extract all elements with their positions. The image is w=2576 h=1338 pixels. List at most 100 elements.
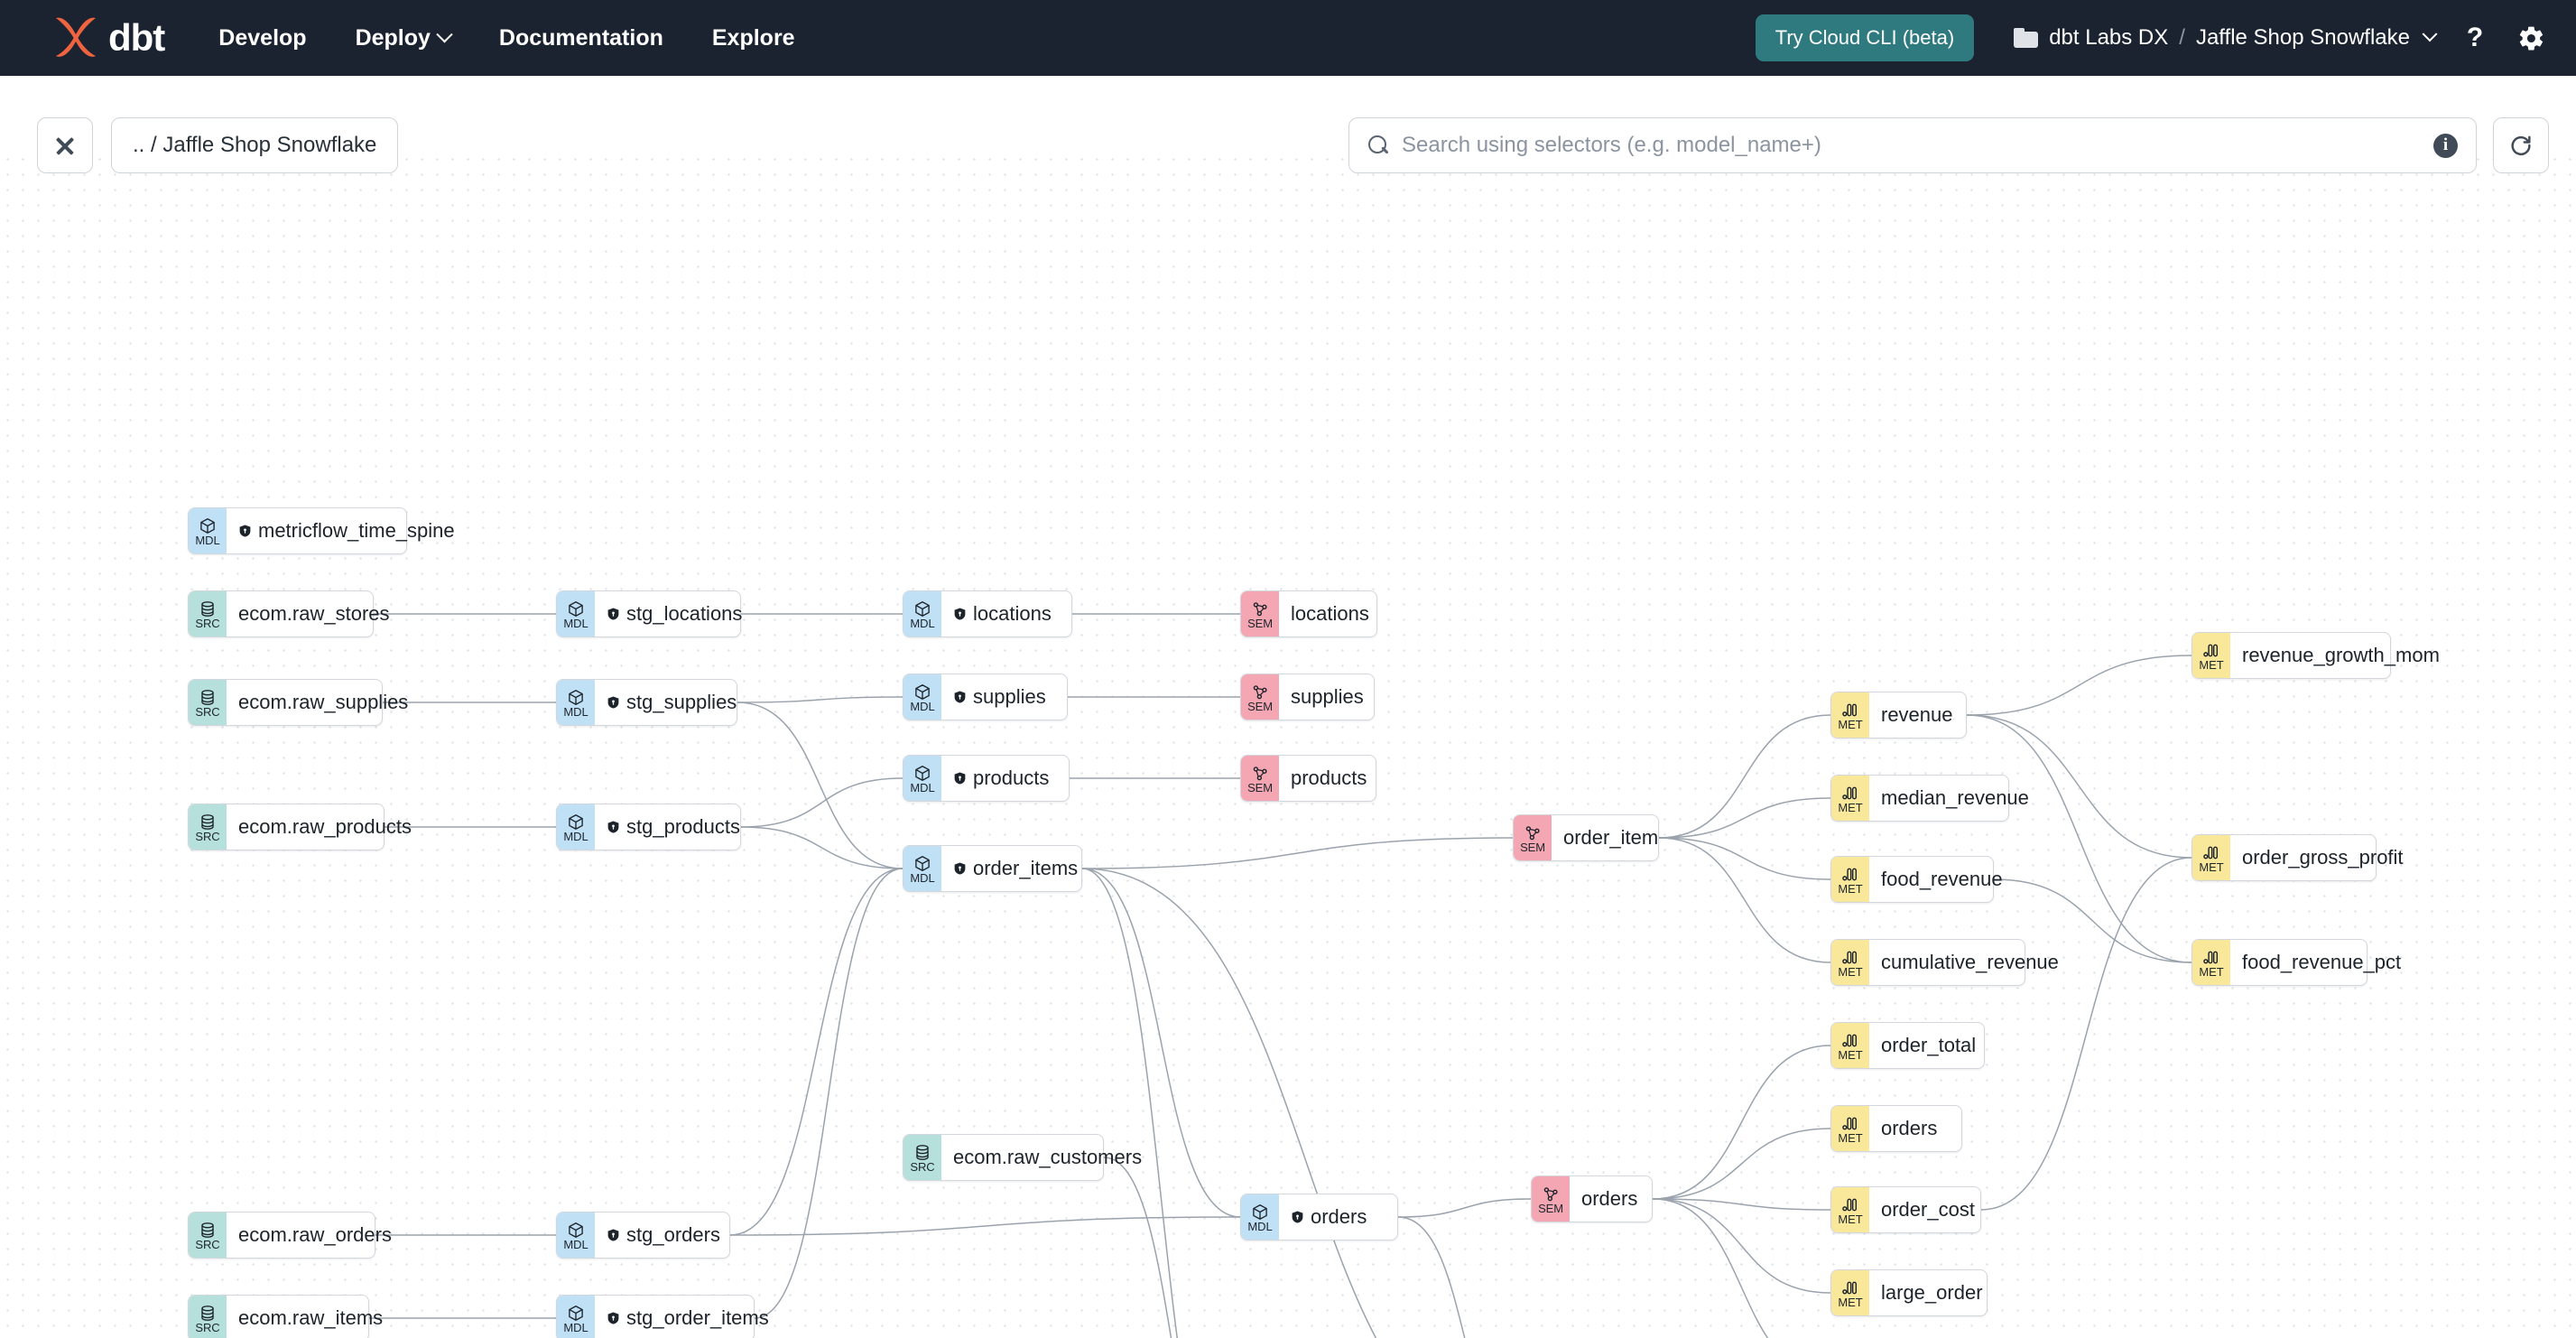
node-body: stg_products [595,804,755,850]
settings-gear-button[interactable] [2515,22,2547,54]
node-label: order_total [1881,1034,1977,1056]
node-type-label: SEM [1247,617,1273,630]
nav-link-explore[interactable]: Explore [711,24,795,51]
nav-link-documentation[interactable]: Documentation [498,24,663,51]
node-type-label: MDL [1247,1220,1273,1233]
node-type-label: MET [1838,1131,1863,1145]
node-label: stg_supplies [626,691,737,713]
graph-node-orders_mdl[interactable]: MDL orders [1240,1194,1398,1240]
lineage-edge [1658,837,1831,880]
node-label: supplies [973,685,1046,708]
node-label: metricflow_time_spine [258,519,455,542]
search-input[interactable] [1402,133,2433,158]
lineage-edge [737,702,903,869]
node-body: order_cost [1869,1187,1989,1232]
sem-icon [1524,824,1542,841]
node-type-badge-mdl: MDL [557,591,595,636]
node-type-label: SRC [195,1238,220,1251]
node-type-badge-mdl: MDL [903,846,941,891]
project-breadcrumb[interactable]: dbt Labs DX / Jaffle Shop Snowflake [2014,25,2438,51]
node-type-badge-met: MET [1831,1106,1869,1151]
node-type-badge-met: MET [1831,1270,1869,1315]
lineage-edge [1993,878,2192,963]
node-body: order_total [1869,1023,1990,1068]
node-body: locations [941,591,1071,636]
help-button[interactable]: ? [2466,23,2484,52]
close-lineage-button[interactable] [37,117,93,173]
lineage-edge [737,696,903,703]
node-type-label: MDL [563,1321,588,1334]
node-label: ecom.raw_products [238,815,412,838]
lineage-edge [740,777,903,828]
node-type-badge-mdl: MDL [1241,1194,1279,1240]
met-icon [1841,785,1859,802]
search-info-icon[interactable]: i [2433,133,2458,158]
node-type-badge-mdl: MDL [189,508,227,553]
nav-link-develop[interactable]: Develop [218,24,307,51]
nav-link-deploy[interactable]: Deploy [356,25,453,51]
node-body: ecom.raw_customers [941,1135,1156,1180]
node-type-badge-src: SRC [903,1135,941,1180]
lineage-breadcrumb[interactable]: .. / Jaffle Shop Snowflake [111,117,399,173]
shield-lock-icon [607,606,620,622]
refresh-graph-button[interactable] [2493,117,2549,173]
node-type-label: MET [2199,965,2224,979]
lineage-edge [1658,837,1831,963]
node-label: orders [1311,1205,1367,1228]
graph-node-stg_order_items[interactable]: MDL stg_order_items [556,1295,769,1338]
node-type-badge-mdl: MDL [557,804,595,850]
lineage-edge [1652,1128,1831,1200]
node-type-badge-sem: SEM [1514,815,1552,860]
graph-node-metricflow_time_spine[interactable]: MDL metricflow_time_spine [188,507,455,554]
node-body: median_revenue [1869,776,2043,821]
dbt-wordmark: dbt [108,16,165,59]
graph-node-locations_mdl[interactable]: MDL locations [903,590,1072,637]
lineage-edge [1081,837,1514,869]
node-body: revenue [1869,692,1968,738]
node-body: orders [1279,1194,1397,1240]
mdl-icon [567,813,585,831]
selector-search-bar[interactable]: i [1348,117,2477,173]
node-type-label: MDL [910,617,935,630]
met-icon [2202,642,2220,659]
dbt-brand[interactable]: dbt [51,14,165,61]
node-label: stg_order_items [626,1306,769,1329]
node-type-label: MDL [563,830,588,843]
node-label: ecom.raw_stores [238,602,390,625]
try-cloud-cli-button[interactable]: Try Cloud CLI (beta) [1755,14,1975,61]
node-type-badge-met: MET [1831,1023,1869,1068]
lineage-breadcrumb-label: .. / Jaffle Shop Snowflake [133,133,377,157]
lineage-edge [1397,1216,1466,1338]
graph-node-order_total[interactable]: MET order_total [1830,1022,1985,1069]
folder-icon [2014,28,2039,48]
